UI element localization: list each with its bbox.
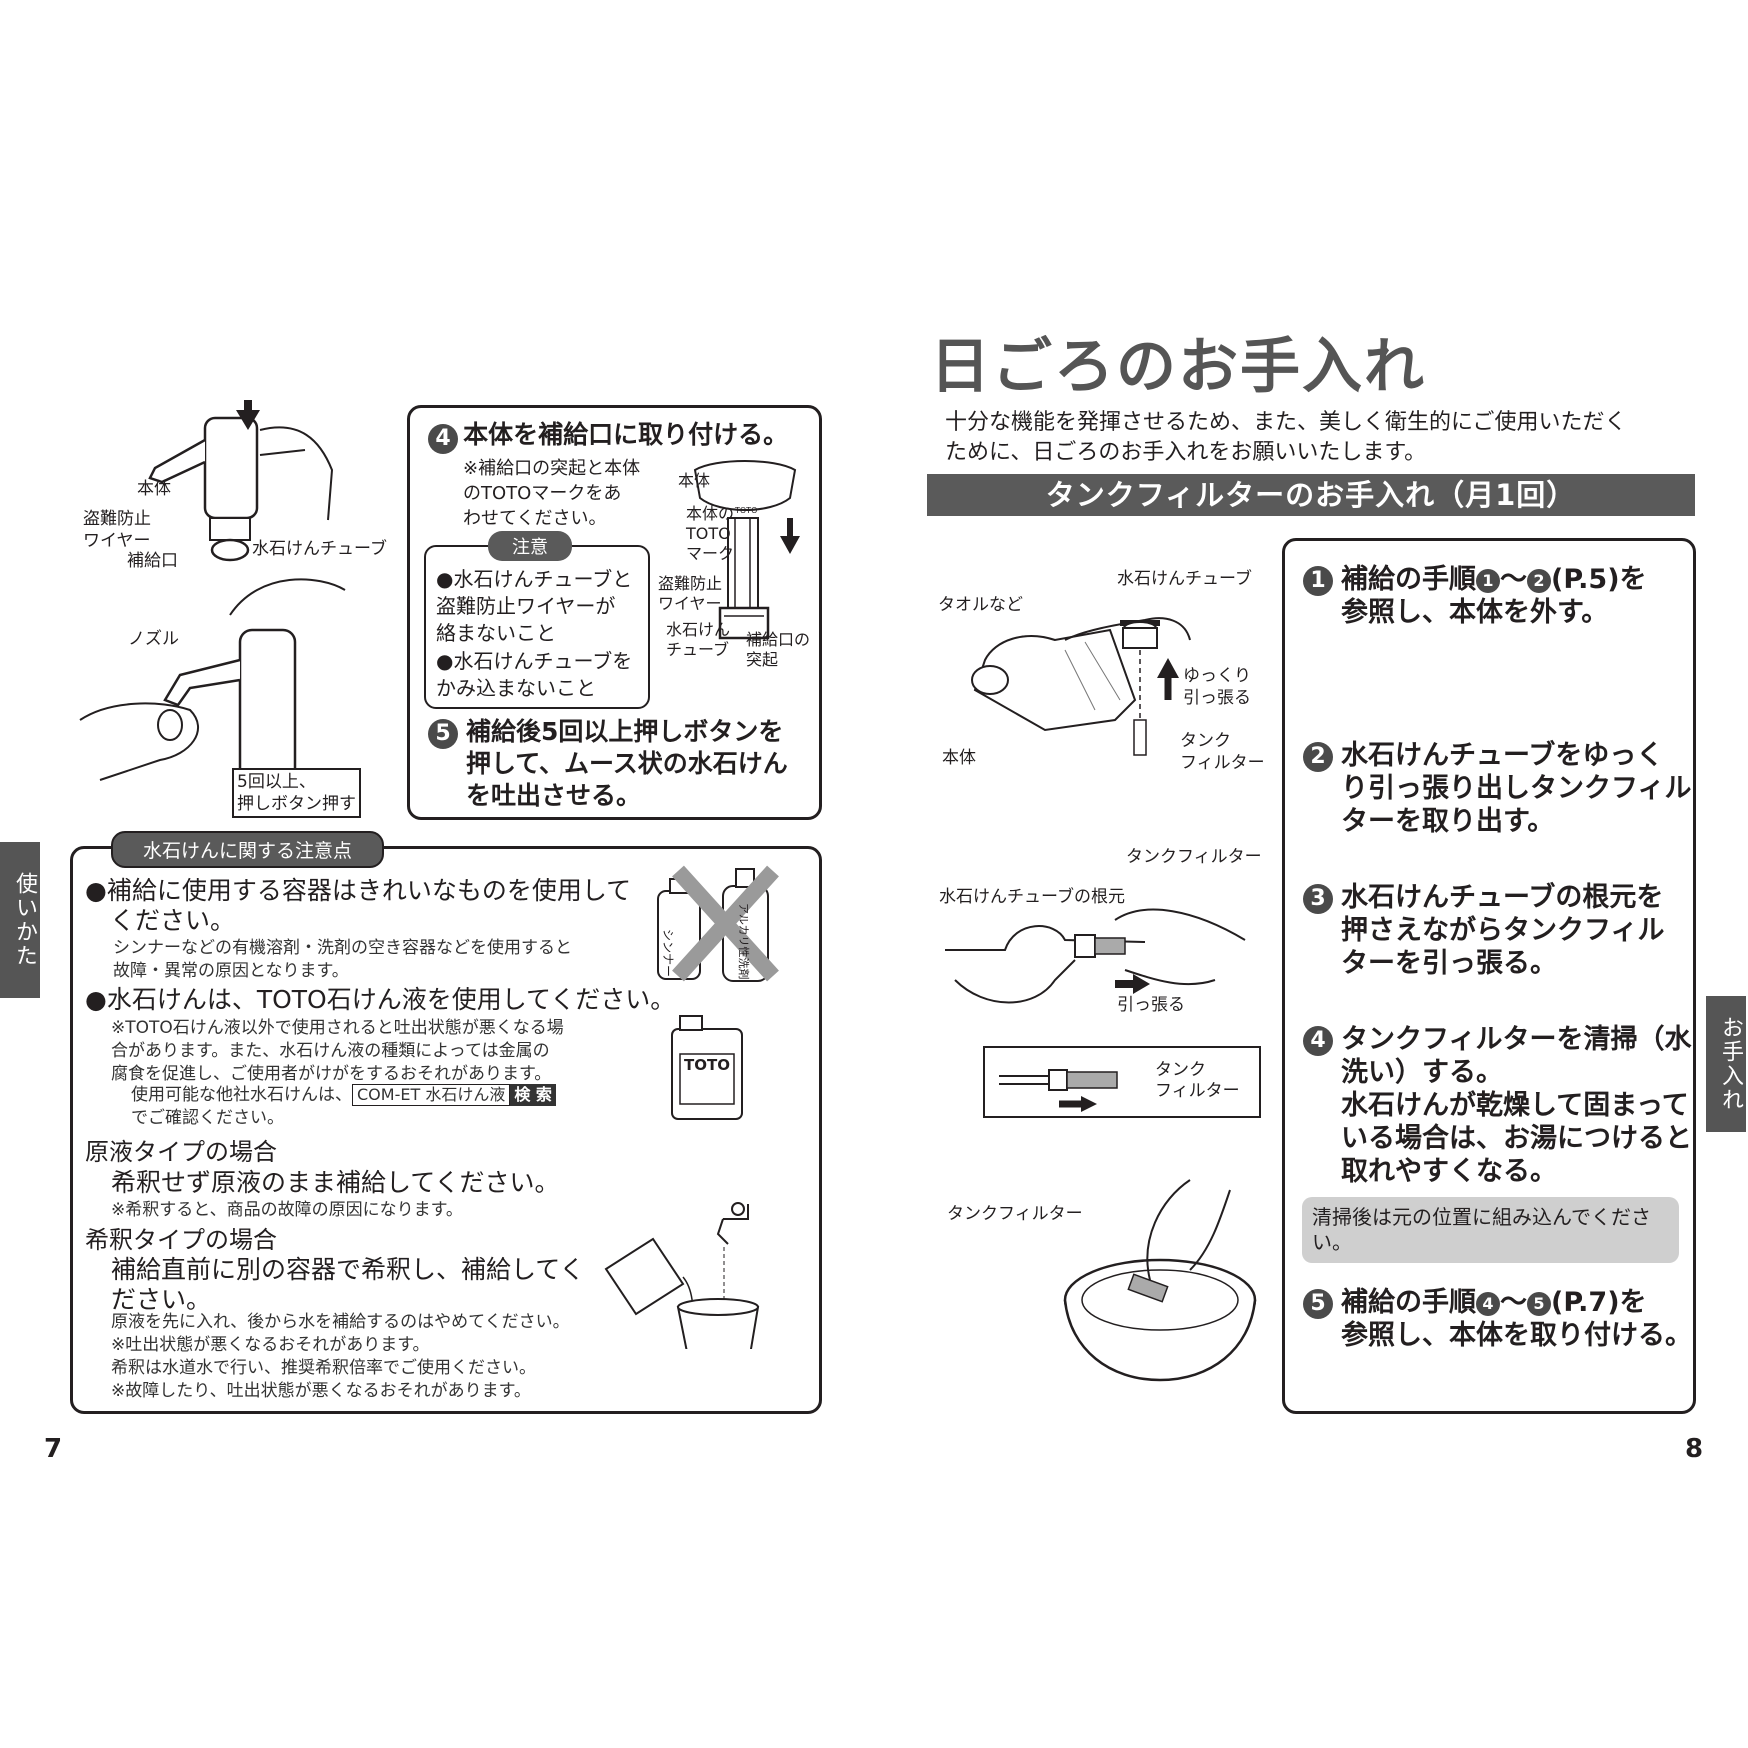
ref-5-icon: 5 — [1527, 1291, 1551, 1316]
notes-header: 水石けんに関する注意点 — [111, 831, 385, 868]
step-4-badge-r: 4 — [1303, 1026, 1333, 1056]
tab-oteire: お手入れ — [1706, 996, 1746, 1132]
step-4-note: ※補給口の突起と本体 のTOTOマークをあ わせてください。 — [463, 458, 641, 529]
soap-notes-box: 水石けんに関する注意点 ●補給に使用する容器はきれいなものを使用して ください。… — [70, 831, 822, 1414]
label-tube: 水石けんチューブ — [252, 539, 387, 559]
fig2-filter: タンクフィルター — [1126, 847, 1262, 867]
kishaku-note: 原液を先に入れ、後から水を補給するのはやめてください。 ※吐出状態が悪くなるおそ… — [111, 1312, 570, 1401]
kishaku-body: 補給直前に別の容器で希釈し、補給してく ださい。 — [111, 1255, 585, 1314]
step-4-illustration: TOTO — [693, 460, 800, 640]
note-b1-sub: シンナーなどの有機溶剤・洗剤の空き容器などを使用すると 故障・異常の原因となりま… — [113, 938, 572, 981]
caution-1: ●水石けんチューブと 盗難防止ワイヤーが 絡まないこと — [436, 567, 633, 645]
step-4-title: 4 本体を補給口に取り付ける。 — [428, 418, 788, 454]
bottle2-label: アルカリ性洗剤 — [737, 903, 751, 980]
step-2: 2 水石けんチューブをゆっく り引っ張り出しタンクフィル ターを取り出す。 — [1303, 739, 1691, 838]
page-number-7: 7 — [44, 1434, 63, 1464]
fig2-root: 水石けんチューブの根元 — [939, 887, 1125, 907]
fig-projection: 補給口の 突起 — [746, 630, 811, 669]
kishaku-title: 希釈タイプの場合 — [85, 1226, 277, 1254]
inset-illustration — [999, 1069, 1118, 1112]
page-number-8: 8 — [1685, 1434, 1704, 1464]
page-title: 日ごろのお手入れ — [930, 332, 1426, 402]
filter-inset: タンク フィルター — [983, 1046, 1261, 1118]
filter-washing-illustration — [1063, 1179, 1257, 1382]
step-4: 4 タンクフィルターを清掃（水 洗い）する。 水石けんが乾燥して固まって いる場… — [1303, 1023, 1692, 1188]
intro-text: 十分な機能を発揮させるため、また、美しく衛生的にご使用いただく ために、日ごろの… — [945, 410, 1627, 465]
ref-4-icon: 4 — [1476, 1291, 1500, 1316]
tube-pull-illustration — [971, 617, 1191, 756]
svg-text:TOTO: TOTO — [734, 506, 757, 515]
note-b2-title: ●水石けんは、TOTO石けん液を使用してください。 — [85, 985, 676, 1014]
fig1-pull: ゆっくり 引っ張る — [1183, 666, 1251, 708]
fig-wire: 盗難防止 ワイヤー — [658, 574, 723, 613]
step-1-badge: 1 — [1303, 566, 1333, 596]
ref-1-icon: 1 — [1476, 568, 1500, 593]
section-header: タンクフィルターのお手入れ（月1回） — [927, 474, 1695, 516]
note-b2-sub3: でご確認ください。 — [131, 1108, 284, 1128]
fig-tube: 水石けん チューブ — [666, 620, 731, 659]
label-push: 5回以上、 押しボタン押す — [232, 768, 361, 818]
note-b2-sub1: ※TOTO石けん液以外で使用されると吐出状態が悪くなる場 合があります。また、水… — [111, 1018, 564, 1084]
genshu-title: 原液タイプの場合 — [85, 1138, 277, 1166]
prohibited-bottles-illustration: シンナー アルカリ性洗剤 — [657, 865, 779, 982]
bottle1-label: シンナー — [661, 929, 675, 977]
fig1-tube: 水石けんチューブ — [1117, 569, 1252, 589]
caution-2: ●水石けんチューブを かみ込まないこと — [436, 649, 633, 700]
step-2-badge: 2 — [1303, 742, 1333, 772]
keyword-box: COM-ET 水石けん液 — [352, 1084, 511, 1106]
fig2-pull: 引っ張る — [1117, 995, 1185, 1015]
search-badge: 検 索 — [510, 1084, 556, 1106]
fig1-towel: タオルなど — [938, 595, 1023, 615]
fig-hontai: 本体 — [678, 471, 711, 490]
step-4-5-box: 4 本体を補給口に取り付ける。 ※補給口の突起と本体 のTOTOマークをあ わせ… — [407, 405, 822, 820]
ref-2-icon: 2 — [1527, 568, 1551, 593]
label-nozzle: ノズル — [128, 629, 179, 649]
fig1-hontai: 本体 — [942, 748, 976, 768]
tab-tsukaikata: 使いかた — [0, 842, 40, 998]
step-4-note-box: 清掃後は元の位置に組み込んでくださ い。 — [1302, 1197, 1679, 1263]
caution-pill: 注意 — [488, 531, 572, 561]
step-4-badge: 4 — [428, 423, 458, 454]
step-5-badge: 5 — [428, 719, 458, 749]
step-3-badge: 3 — [1303, 884, 1333, 914]
fig1-filter: タンク フィルター — [1180, 731, 1265, 773]
filter-pull-illustration — [945, 908, 1246, 1004]
fig-toto-mark: 本体の TOTO マーク — [686, 504, 735, 563]
fig3-filter: タンクフィルター — [947, 1204, 1083, 1224]
svg-text:TOTO: TOTO — [684, 1056, 730, 1074]
label-hontai: 本体 — [137, 479, 171, 499]
toto-soap-can-illustration: TOTO — [671, 1015, 743, 1120]
dispenser-illustration — [79, 400, 346, 792]
step-5: 5 補給後5回以上押しボタンを 押して、ムース状の水石けん を吐出させる。 — [428, 716, 788, 812]
label-wire: 盗難防止 ワイヤー — [83, 509, 151, 551]
dilution-illustration — [604, 1202, 760, 1349]
step-5-badge-r: 5 — [1303, 1289, 1333, 1319]
note-b2-sub2: 使用可能な他社水石けんは、COM-ET 水石けん液検 索 — [131, 1084, 556, 1107]
genshu-body: 希釈せず原液のまま補給してください。 — [111, 1168, 560, 1197]
inset-filter-label: タンク フィルター — [1155, 1060, 1240, 1101]
step-3: 3 水石けんチューブの根元を 押さえながらタンクフィル ターを引っ張る。 — [1303, 881, 1664, 980]
note-b1-title: ●補給に使用する容器はきれいなものを使用して ください。 — [85, 876, 632, 935]
label-hokyu: 補給口 — [127, 551, 178, 571]
genshu-note: ※希釈すると、商品の故障の原因になります。 — [111, 1200, 463, 1220]
